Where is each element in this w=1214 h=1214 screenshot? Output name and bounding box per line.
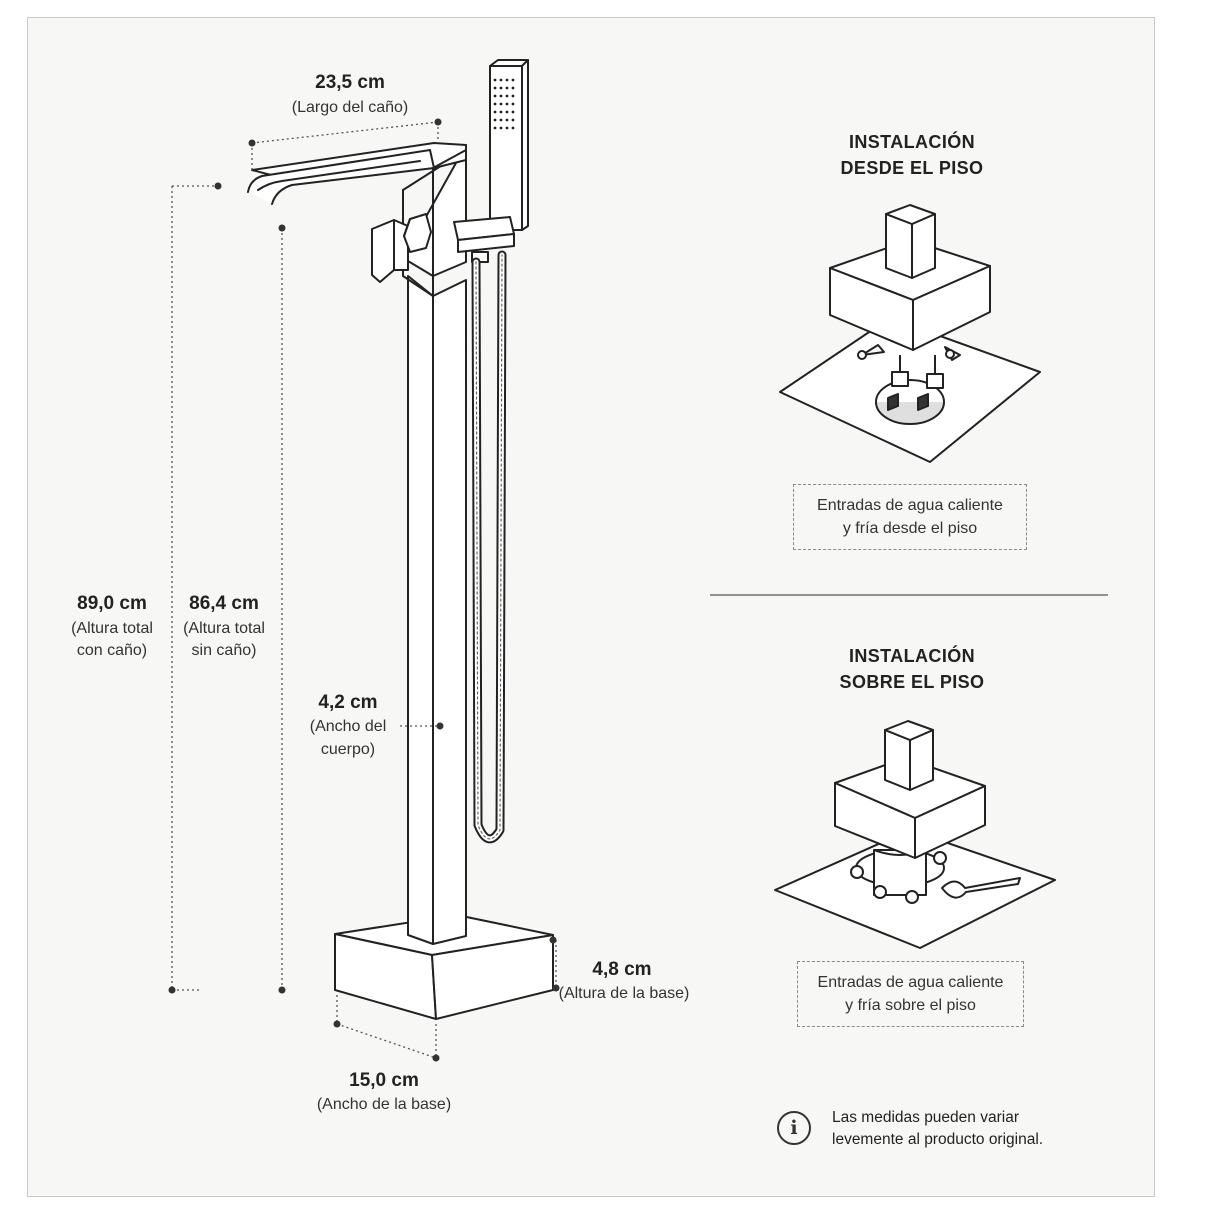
dim-line-total-height xyxy=(171,185,218,991)
install-on-floor-caption: Entradas de agua caliente y fría sobre e… xyxy=(797,961,1024,1027)
install-floor-title-2: DESDE EL PISO xyxy=(840,158,984,178)
dim-line-spout xyxy=(251,121,439,172)
faucet-spout xyxy=(247,142,467,297)
base-height-label: (Altura de la base) xyxy=(558,985,690,1002)
install-on-floor-title-2: SOBRE EL PISO xyxy=(839,672,985,692)
base-width-label: (Ancho de la base) xyxy=(316,1096,452,1113)
base-height-value: 4,8 cm xyxy=(592,959,652,980)
diagram-frame xyxy=(27,17,1155,1197)
faucet-body xyxy=(407,275,467,945)
install-floor-caption-1: Entradas de agua caliente xyxy=(817,496,1003,514)
base-width-value: 15,0 cm xyxy=(349,1070,419,1091)
install-on-floor-title-1: INSTALACIÓN xyxy=(848,646,976,666)
hand-shower xyxy=(453,59,529,263)
body-width-label-1: (Ancho del xyxy=(309,718,387,735)
faucet-handle xyxy=(371,213,432,283)
install-on-floor-illustration xyxy=(774,720,1056,949)
info-icon: i xyxy=(777,1111,811,1145)
body-width-value: 4,2 cm xyxy=(318,692,378,713)
height-no-spout-value: 86,4 cm xyxy=(189,593,259,614)
shower-hose xyxy=(471,250,507,844)
install-floor-caption: Entradas de agua caliente y fría desde e… xyxy=(793,484,1027,550)
height-no-spout-label-1: (Altura total xyxy=(183,620,265,637)
shower-nozzles xyxy=(493,78,515,130)
dim-line-base-width xyxy=(336,995,437,1059)
total-height-label-1: (Altura total xyxy=(71,620,153,637)
total-height-value: 89,0 cm xyxy=(77,593,147,614)
disclaimer-line-1: Las medidas pueden variar xyxy=(832,1109,1019,1126)
disclaimer-line-2: levemente al producto original. xyxy=(832,1131,1044,1149)
install-on-floor-caption-1: Entradas de agua caliente xyxy=(817,973,1004,991)
body-width-label-2: cuerpo) xyxy=(320,741,376,758)
spout-length-value: 23,5 cm xyxy=(315,72,385,93)
install-floor-illustration xyxy=(779,204,1041,463)
height-no-spout-label-2: sin caño) xyxy=(191,642,257,659)
install-floor-title-1: INSTALACIÓN xyxy=(848,132,976,152)
install-on-floor-caption-2: y fría sobre el piso xyxy=(845,997,976,1014)
disclaimer-note: Las medidas pueden variar levemente al p… xyxy=(832,1107,1043,1152)
dimension-endpoints xyxy=(168,118,560,1062)
spout-length-label: (Largo del caño) xyxy=(291,99,409,116)
total-height-label-2: con caño) xyxy=(76,642,148,659)
install-floor-caption-2: y fría desde el piso xyxy=(842,520,978,537)
